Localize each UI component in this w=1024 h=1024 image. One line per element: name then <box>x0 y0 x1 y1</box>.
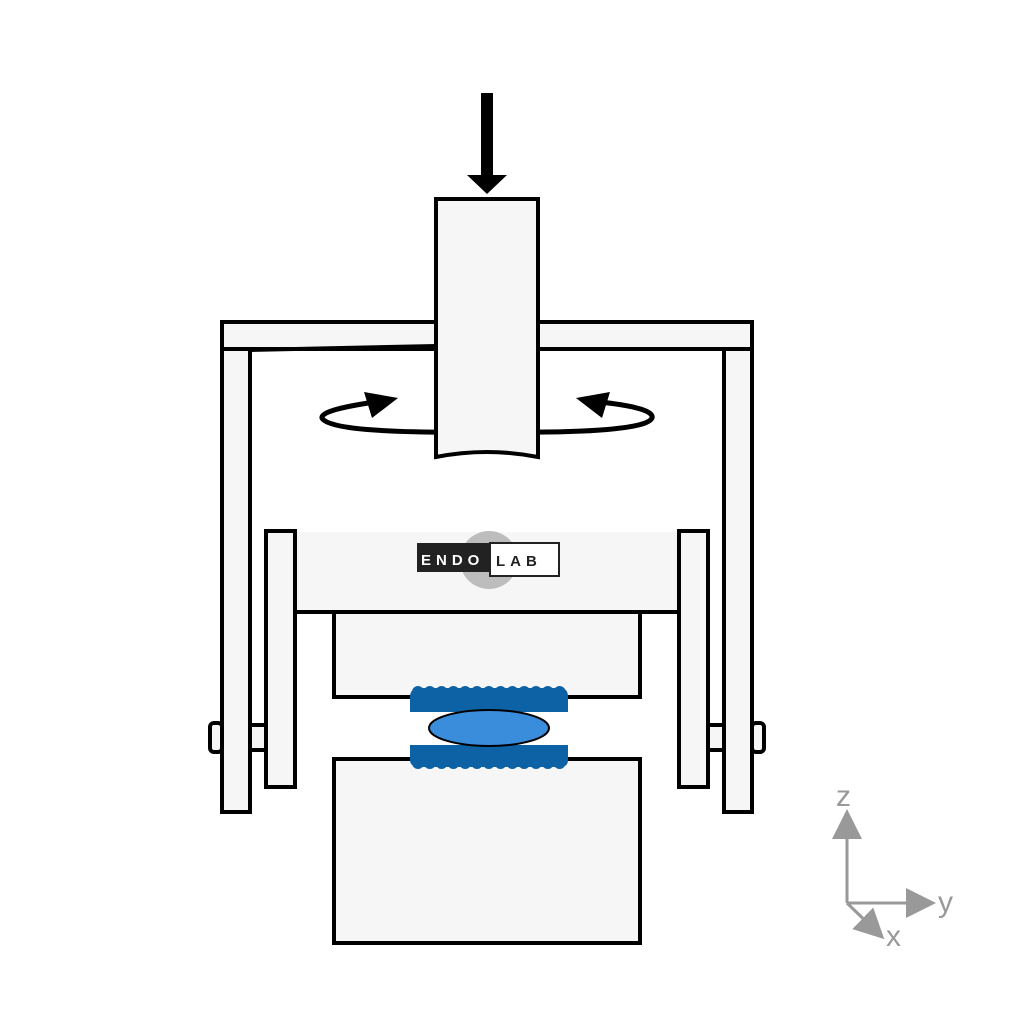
endplate-tooth <box>518 757 531 769</box>
logo-lab: LAB <box>496 553 542 570</box>
bolts <box>208 721 766 754</box>
endplate-tooth <box>482 686 495 698</box>
endplate-tooth <box>530 757 542 769</box>
axis-label-y: y <box>938 886 953 919</box>
endplate-tooth <box>506 757 519 769</box>
endplate-tooth <box>541 686 554 698</box>
endplate-tooth <box>506 686 519 698</box>
endplate-tooth <box>447 757 460 769</box>
endplate-tooth <box>435 686 448 698</box>
axis-label-x: x <box>886 920 901 953</box>
specimen-holder <box>264 529 710 945</box>
endplate-tooth <box>423 757 436 769</box>
endplate-tooth <box>423 686 436 698</box>
endolab-logo: ENDO LAB <box>417 531 560 589</box>
endplate-tooth <box>471 757 483 769</box>
disc-implant <box>410 686 568 769</box>
coordinate-axes <box>832 809 936 940</box>
endplate-tooth <box>518 686 531 698</box>
axis-label-z: z <box>836 780 851 813</box>
endplate-tooth <box>471 686 483 698</box>
rotation-arrowhead-left <box>364 392 398 418</box>
endplate-tooth <box>553 686 566 698</box>
axial-load-arrow <box>467 93 507 194</box>
endplate-tooth <box>459 757 472 769</box>
rotation-arrowhead-right <box>576 392 610 418</box>
endplate-tooth <box>494 686 507 698</box>
endplate-tooth <box>412 757 424 769</box>
logo-endo: ENDO <box>421 552 484 569</box>
endplate-tooth <box>447 686 460 698</box>
endplate-tooth <box>435 757 448 769</box>
endplate-tooth <box>553 757 566 769</box>
endplate-tooth <box>482 757 495 769</box>
disc-core <box>428 709 550 747</box>
endplate-tooth <box>459 686 472 698</box>
endplate-tooth <box>530 686 542 698</box>
endplate-tooth <box>494 757 507 769</box>
endplate-tooth <box>541 757 554 769</box>
endplate-tooth <box>412 686 424 698</box>
